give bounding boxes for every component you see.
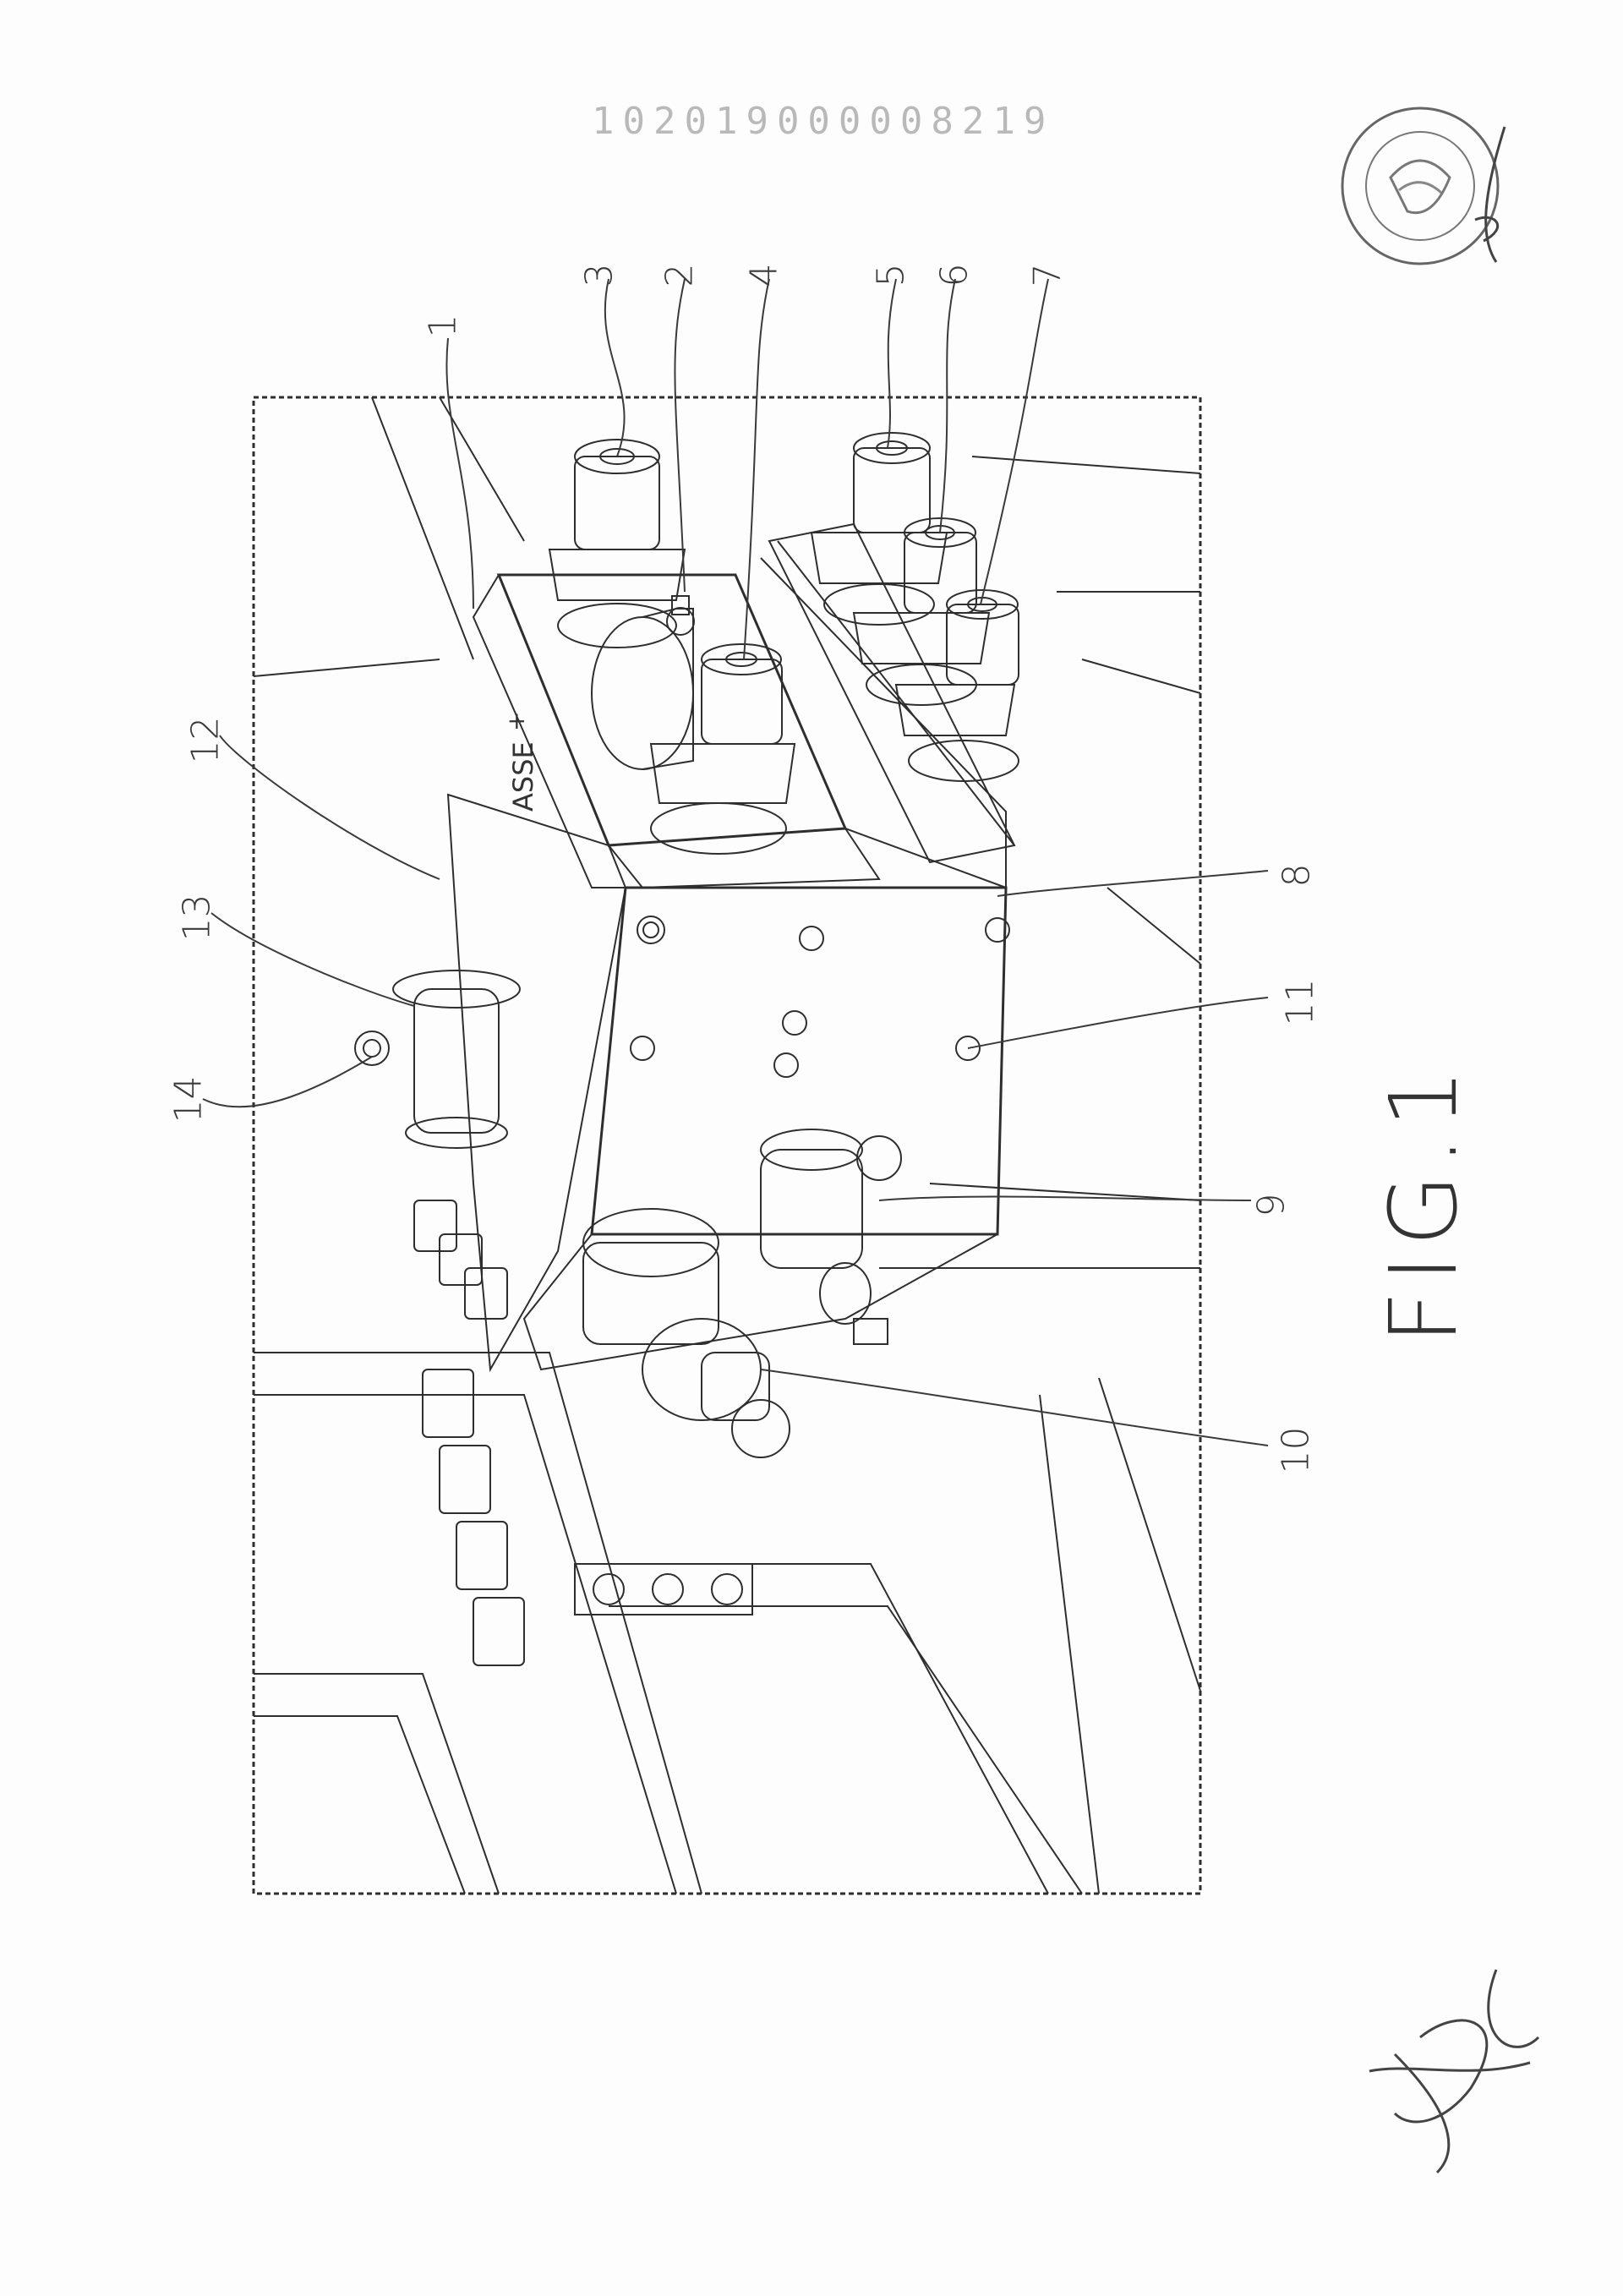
- ref-numeral-6: 6: [932, 263, 976, 287]
- ref-numeral-4: 4: [742, 263, 786, 287]
- ref-numeral-11: 11: [1278, 978, 1322, 1026]
- front-body: [590, 886, 1008, 1236]
- connector-row: [413, 1200, 525, 1666]
- fitting-4: [649, 643, 796, 855]
- engraved-marking: ASSE: [507, 741, 539, 812]
- fitting-5: [810, 432, 948, 626]
- handwritten-signature: [1369, 1969, 1540, 2174]
- ref-numeral-14: 14: [167, 1075, 210, 1123]
- fitting-3: [548, 439, 686, 648]
- spindle-10: [582, 1208, 790, 1458]
- ref-numeral-12: 12: [183, 716, 227, 764]
- document-number: 102019000008219: [592, 100, 1055, 143]
- ref-numeral-10: 10: [1274, 1426, 1318, 1474]
- motor-13: [354, 970, 521, 1149]
- ref-numeral-2: 2: [658, 263, 702, 287]
- ref-numeral-5: 5: [869, 263, 913, 287]
- screw-plate: [574, 1563, 753, 1615]
- engraved-symbol: +: [502, 712, 530, 731]
- official-stamp: [1341, 107, 1506, 265]
- ref-numeral-3: 3: [577, 263, 621, 287]
- figure-caption: FIG.1: [1369, 1060, 1478, 1344]
- ref-numeral-9: 9: [1249, 1193, 1293, 1217]
- ref-numeral-1: 1: [421, 314, 465, 338]
- fitting-6: [852, 517, 991, 706]
- drawing-border: [252, 396, 1202, 1895]
- engraved-asse: ASSE +: [502, 712, 539, 812]
- actuator-2: [591, 595, 695, 770]
- ref-numeral-13: 13: [175, 894, 219, 942]
- ref-numeral-8: 8: [1275, 863, 1319, 888]
- spindle-9: [760, 1129, 888, 1345]
- fitting-7: [894, 589, 1019, 782]
- ref-numeral-7: 7: [1025, 263, 1069, 287]
